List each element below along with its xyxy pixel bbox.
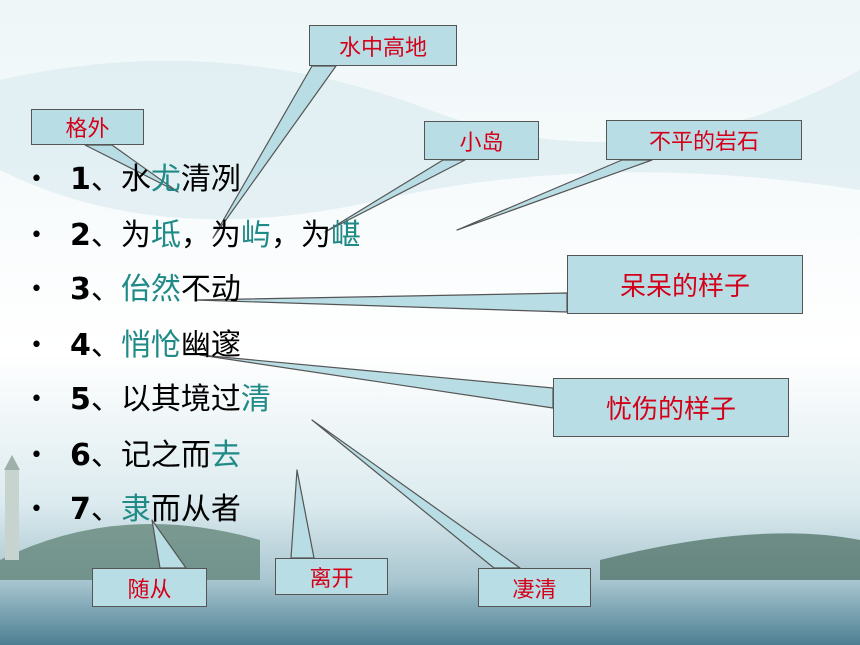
line-text: ，为: [180, 218, 241, 253]
callout-likai: 离开: [275, 558, 388, 595]
line-4: • 4、悄怆幽邃: [30, 318, 241, 374]
callout-xiaodao: 小岛: [424, 121, 539, 160]
line-text: 而从者: [150, 492, 241, 527]
line-2: •2、为坻，为屿，为嵁: [30, 208, 361, 264]
highlighted-word: 去: [210, 438, 241, 473]
highlighted-word: 清: [240, 382, 271, 417]
callout-gewai: 格外: [31, 109, 144, 145]
callout-bupingyanshi: 不平的岩石: [606, 120, 802, 160]
line-separator: 、: [90, 272, 121, 307]
highlighted-word: 悄怆: [120, 328, 181, 363]
bullet: •: [30, 277, 43, 302]
line-1: • 1、水尤清冽: [30, 152, 241, 208]
line-number: 1: [70, 162, 91, 197]
line-separator: 、: [90, 162, 121, 197]
callout-daidai: 呆呆的样子: [567, 255, 803, 314]
line-text: 不动: [180, 272, 241, 307]
line-text: 水: [120, 162, 151, 197]
line-text: ，为: [270, 218, 331, 253]
line-separator: 、: [90, 328, 121, 363]
highlighted-word: 隶: [120, 492, 151, 527]
highlighted-word: 佁然: [120, 272, 181, 307]
callout-shuizhong: 水中高地: [309, 25, 457, 66]
highlighted-word: 尤: [150, 162, 181, 197]
line-separator: 、: [90, 438, 121, 473]
line-number: 2: [70, 218, 91, 253]
bullet: •: [30, 497, 43, 522]
callout-suicong: 随从: [92, 568, 207, 607]
line-3: • 3、佁然不动: [30, 262, 241, 318]
line-number: 5: [70, 382, 91, 417]
line-5: • 5、以其境过清: [30, 372, 271, 428]
line-7: • 7、隶而从者: [30, 482, 241, 538]
line-number: 7: [70, 492, 91, 527]
bullet: •: [30, 387, 43, 412]
line-separator: 、: [90, 492, 121, 527]
line-number: 4: [70, 328, 91, 363]
bullet: •: [30, 223, 43, 248]
line-text: 清冽: [180, 162, 241, 197]
callout-youshang: 忧伤的样子: [553, 378, 789, 437]
highlighted-word: 坻: [150, 218, 181, 253]
line-6: • 6、记之而去: [30, 428, 241, 484]
line-separator: 、: [90, 382, 121, 417]
bullet: •: [30, 167, 43, 192]
line-text: 记之而: [120, 438, 211, 473]
highlighted-word: 屿: [240, 218, 271, 253]
line-text: 幽邃: [180, 328, 241, 363]
callout-qiqing: 凄清: [478, 568, 591, 607]
line-separator: 、: [90, 218, 121, 253]
bullet: •: [30, 333, 43, 358]
line-number: 6: [70, 438, 91, 473]
bullet: •: [30, 443, 43, 468]
line-text: 以其境过: [120, 382, 241, 417]
line-text: 为: [120, 218, 151, 253]
highlighted-word: 嵁: [330, 218, 361, 253]
line-number: 3: [70, 272, 91, 307]
